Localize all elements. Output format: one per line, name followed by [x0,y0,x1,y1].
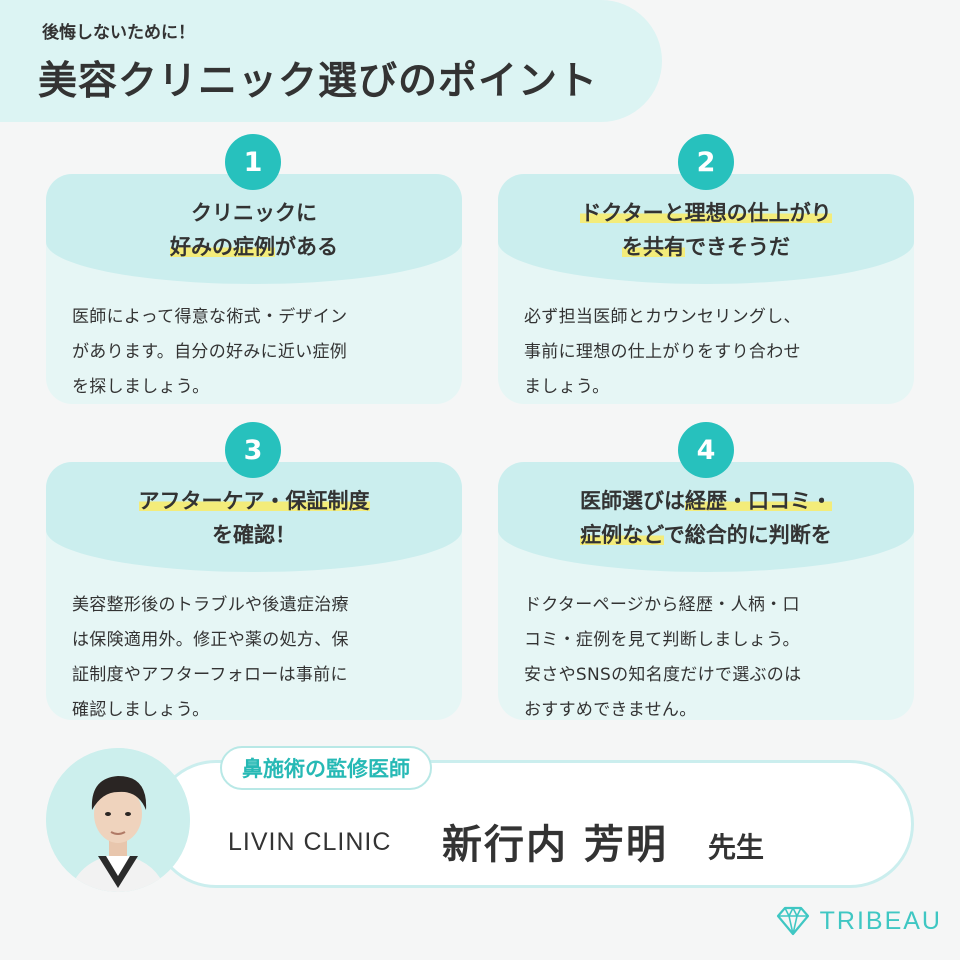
card-title-line: アフターケア・保証制度 [46,484,462,518]
point-number-3: 3 [225,422,281,478]
highlight-text: 症例など [580,523,664,547]
card-title-text: できそうだ [685,235,790,259]
card-body: 美容整形後のトラブルや後遺症治療 は保険適用外。修正や薬の処方、保 証制度やアフ… [72,588,442,728]
body-line: は保険適用外。修正や薬の処方、保 [72,630,349,650]
card-title-text: 医師選びは [580,489,685,513]
card-title-line: 好みの症例がある [46,230,462,264]
card-title-line: を共有できそうだ [498,230,914,264]
point-number-2: 2 [678,134,734,190]
card-title-line: クリニックに [191,201,317,225]
body-line: 安さやSNSの知名度だけで選ぶのは [524,665,802,685]
point-number-4: 4 [678,422,734,478]
header-subtitle: 後悔しないために！ [42,23,195,43]
doctor-name: 新行内 芳明 [442,822,668,868]
body-line: 必ず担当医師とカウンセリングし、 [524,307,801,327]
card-header [498,174,914,284]
diamond-icon [776,906,809,936]
point-card-4: 医師選びは経歴・口コミ・ 症例などで総合的に判断を ドクターページから経歴・人柄… [498,462,914,720]
body-line: おすすめできません。 [524,700,697,720]
highlight-text: を共有 [622,235,685,259]
point-number-1: 1 [225,134,281,190]
point-card-3: アフターケア・保証制度 を確認！ 美容整形後のトラブルや後遺症治療 は保険適用外… [46,462,462,720]
doctor-portrait-icon [46,748,190,892]
card-title-line: 症例などで総合的に判断を [498,518,914,552]
clinic-name: LIVIN CLINIC [228,828,392,856]
card-header [46,174,462,284]
card-header [498,462,914,572]
card-title: クリニックに 好みの症例がある [46,196,462,264]
body-line: 美容整形後のトラブルや後遺症治療 [72,595,349,615]
doctor-honorific: 先生 [708,831,765,864]
card-title-text: で総合的に判断を [663,523,832,547]
header-banner: 後悔しないために！ 美容クリニック選びのポイント [0,0,662,122]
body-line: コミ・症例を見て判断しましょう。 [524,630,800,650]
body-line: 確認しましょう。 [72,700,210,720]
card-title: 医師選びは経歴・口コミ・ 症例などで総合的に判断を [498,484,914,552]
card-title: アフターケア・保証制度 を確認！ [46,484,462,552]
card-body: 必ず担当医師とカウンセリングし、 事前に理想の仕上がりをすり合わせ ましょう。 [524,300,894,405]
body-line: 証制度やアフターフォローは事前に [72,665,348,685]
supervisor-tag: 鼻施術の監修医師 [220,746,432,790]
brand-name: TRIBEAU [819,906,942,935]
card-title-line: ドクターと理想の仕上がり [498,196,914,230]
point-card-1: クリニックに 好みの症例がある 医師によって得意な術式・デザイン があります。自… [46,174,462,404]
doctor-avatar [46,748,190,892]
body-line: ドクターページから経歴・人柄・口 [524,595,800,615]
body-line: 医師によって得意な術式・デザイン [72,307,348,327]
body-line: があります。自分の好みに近い症例 [72,342,348,362]
highlight-text: アフターケア・保証制度 [138,489,370,513]
point-card-2: ドクターと理想の仕上がり を共有できそうだ 必ず担当医師とカウンセリングし、 事… [498,174,914,404]
card-title-text: がある [275,235,338,259]
brand-logo: TRIBEAU [776,906,942,936]
card-body: 医師によって得意な術式・デザイン があります。自分の好みに近い症例 を探しましょ… [72,300,442,405]
card-body: ドクターページから経歴・人柄・口 コミ・症例を見て判断しましょう。 安さやSNS… [524,588,894,728]
body-line: 事前に理想の仕上がりをすり合わせ [524,342,801,362]
highlight-text: 経歴・口コミ・ [685,489,832,513]
card-title: ドクターと理想の仕上がり を共有できそうだ [498,196,914,264]
highlight-text: ドクターと理想の仕上がり [580,201,832,225]
card-title-line: 医師選びは経歴・口コミ・ [498,484,914,518]
card-title-line: を確認！ [212,523,296,547]
page-title: 美容クリニック選びのポイント [38,59,599,104]
card-header [46,462,462,572]
highlight-text: 好みの症例 [170,235,275,259]
body-line: を探しましょう。 [72,377,210,397]
body-line: ましょう。 [524,377,610,397]
